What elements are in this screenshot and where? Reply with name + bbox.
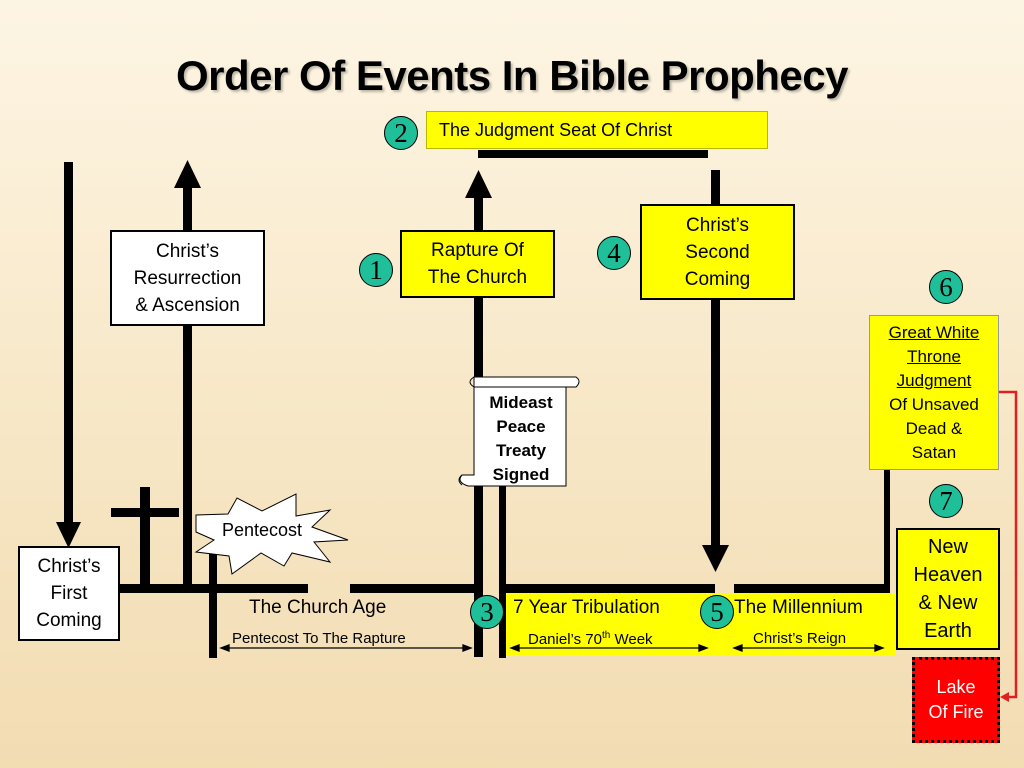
resurrection-arrowhead: [174, 160, 201, 188]
second-coming-arrow: [711, 170, 720, 548]
millennium-end-post: [884, 466, 890, 593]
pentecost-post: [209, 546, 217, 658]
lake-of-fire-box: Lake Of Fire: [912, 657, 1000, 743]
millennium-label: The Millennium: [734, 597, 863, 618]
cross-icon: [140, 487, 150, 587]
judgment-seat-bar: [478, 150, 708, 158]
millennium-sublabel: Christ’s Reign: [753, 630, 847, 647]
second-coming-arrowhead: [702, 545, 729, 572]
church-age-label: The Church Age: [249, 597, 387, 618]
step-badge-5: 5: [700, 595, 734, 629]
step-badge-6: 6: [929, 270, 963, 304]
scroll-icon: [459, 376, 580, 487]
peace-treaty-label: Mideast Peace Treaty Signed: [489, 393, 553, 484]
tribulation-sublabel: Daniel’s 70th Week: [528, 630, 653, 648]
timeline-segment: [350, 584, 482, 593]
lake-of-fire-connector: [998, 390, 1018, 699]
step-badge-7: 7: [929, 484, 963, 518]
resurrection-box: Christ’s Resurrection & Ascension: [110, 230, 265, 326]
tribulation-band: [505, 594, 885, 656]
second-coming-box: Christ’s Second Coming: [640, 204, 795, 300]
timeline-segment: [734, 584, 890, 593]
resurrection-arrow: [183, 185, 192, 589]
rapture-arrowhead: [465, 170, 492, 198]
pentecost-label: Pentecost: [222, 520, 303, 540]
timeline-segment: [503, 584, 715, 593]
treaty-post: [499, 484, 506, 658]
step-badge-3: 3: [470, 595, 504, 629]
first-coming-arrow: [64, 162, 73, 527]
tribulation-label: 7 Year Tribulation: [513, 597, 660, 618]
step-badge-4: 4: [597, 236, 631, 270]
new-heaven-box: New Heaven & New Earth: [896, 528, 1000, 650]
first-coming-arrowhead: [56, 522, 81, 548]
millennium-end-band: [884, 594, 896, 656]
step-badge-1: 1: [359, 253, 393, 287]
church-age-sublabel: Pentecost To The Rapture: [232, 630, 406, 647]
pentecost-burst: [194, 493, 349, 575]
first-coming-box: Christ’s First Coming: [18, 546, 120, 641]
rapture-box: Rapture Of The Church: [400, 230, 555, 298]
page-title: Order Of Events In Bible Prophecy: [175, 52, 849, 99]
judgment-seat-box: The Judgment Seat Of Christ: [426, 111, 768, 149]
step-badge-2: 2: [384, 116, 418, 150]
great-white-throne-box: Great White Throne Judgment Of Unsaved D…: [869, 315, 999, 470]
cross-icon-bar: [111, 508, 179, 517]
